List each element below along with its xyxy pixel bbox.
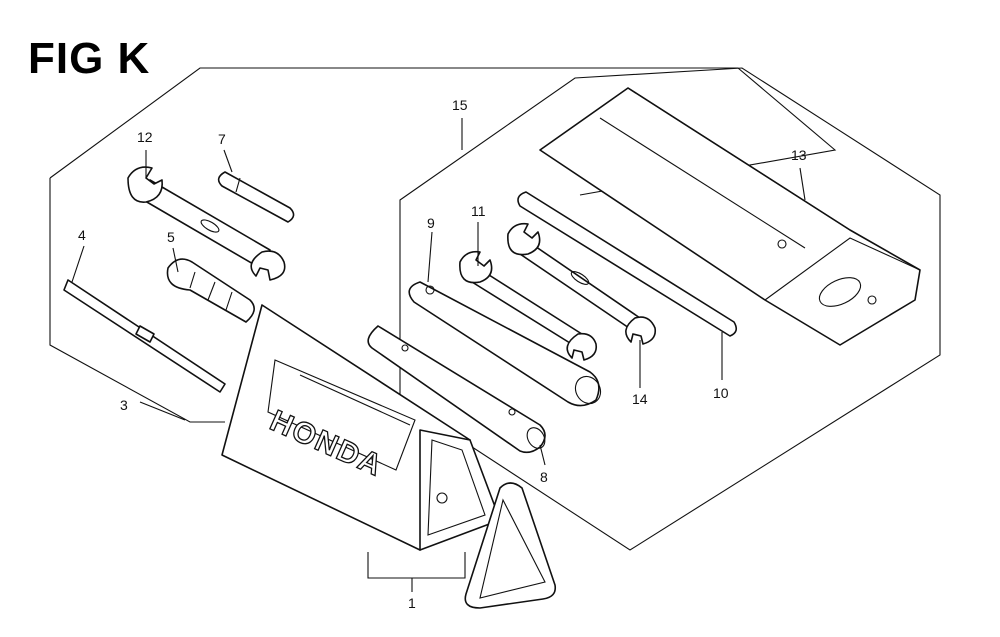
callout-9: 9 [427, 215, 435, 231]
end-cap-1 [464, 482, 557, 609]
assembly-outline-lower [49, 178, 225, 423]
callout-11: 11 [471, 203, 486, 219]
bar-10 [517, 191, 738, 337]
wrench-14 [507, 222, 657, 345]
callout-13: 13 [791, 147, 807, 163]
tool-case-1: HONDA [221, 304, 501, 551]
wrench-11 [459, 250, 598, 361]
callout-14: 14 [632, 391, 648, 407]
callout-15: 15 [452, 97, 468, 113]
callout-7: 7 [218, 131, 226, 147]
tool-bag-13 [539, 87, 921, 346]
callouts: 12 7 5 4 3 15 9 11 13 14 10 8 1 [78, 97, 807, 611]
long-socket-9 [408, 281, 602, 407]
wrench-12 [127, 166, 286, 281]
screwdriver-shaft-4 [63, 279, 226, 393]
callout-8: 8 [540, 469, 548, 485]
callout-10: 10 [713, 385, 729, 401]
callout-5: 5 [167, 229, 175, 245]
figure-title: FIG K [28, 34, 151, 83]
callout-1: 1 [408, 595, 416, 611]
screwdriver-bit-7 [217, 171, 295, 223]
callout-4: 4 [78, 227, 86, 243]
callout-12: 12 [137, 129, 153, 145]
socket-wrench-8 [367, 325, 546, 454]
screwdriver-handle-5 [166, 258, 255, 323]
leader-lines [71, 118, 806, 592]
callout-3: 3 [120, 397, 128, 413]
